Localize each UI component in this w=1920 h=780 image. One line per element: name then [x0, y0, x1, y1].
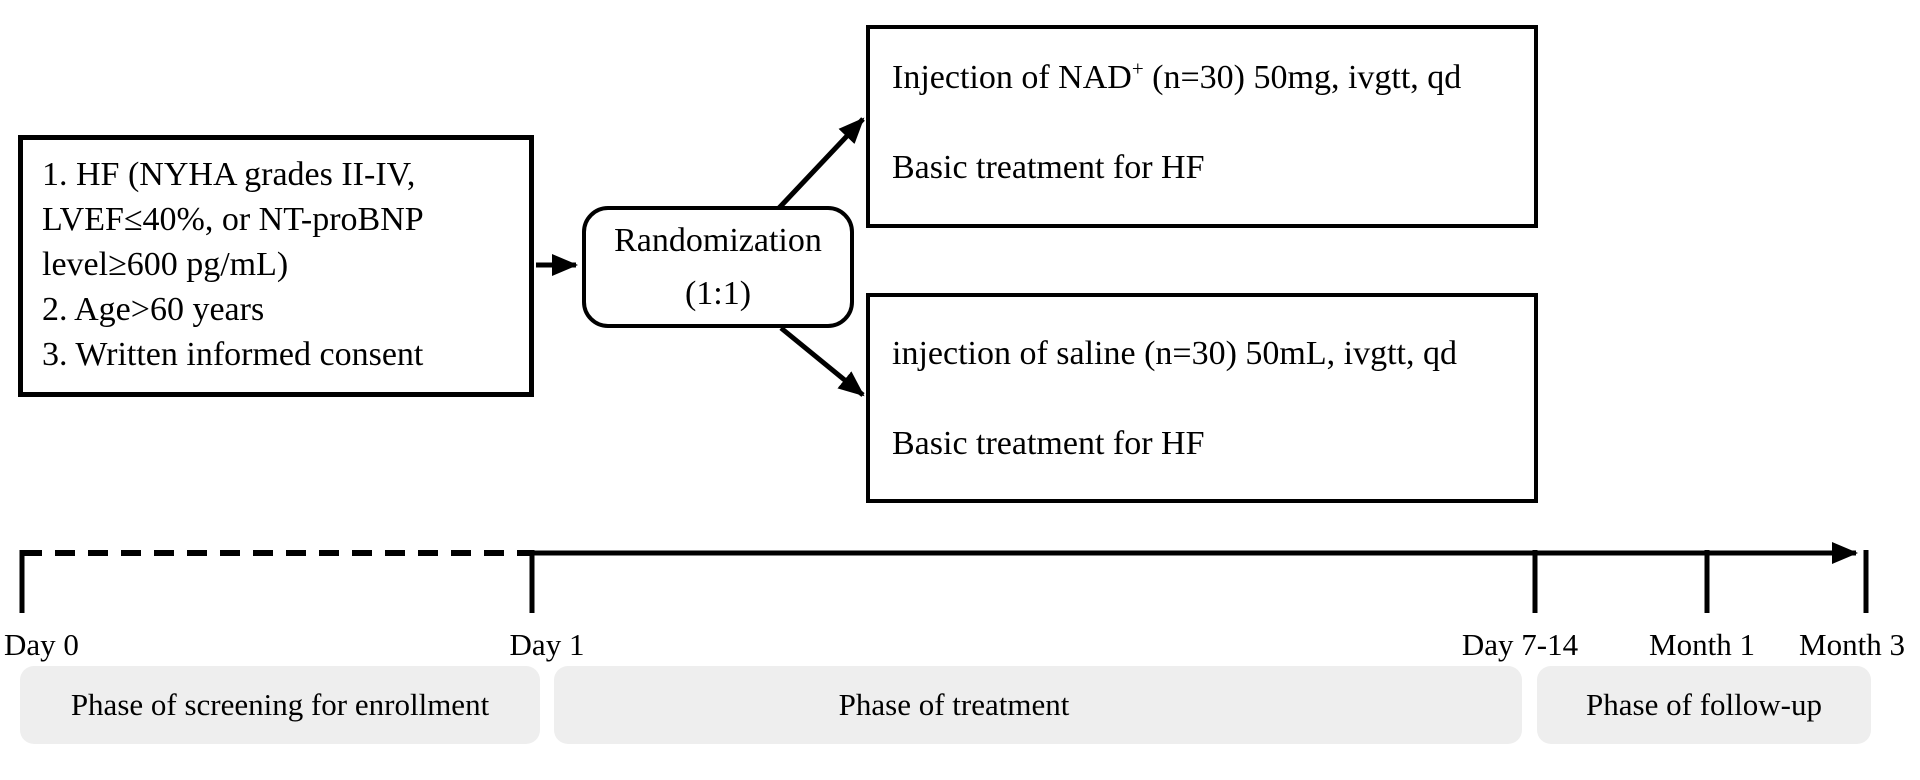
eligibility-line-4: 2. Age>60 years — [42, 291, 265, 328]
randomization-ratio: (1:1) — [684, 275, 752, 312]
eligibility-line-1: 1. HF (NYHA grades II-IV, — [42, 156, 416, 193]
nad-arm-regimen: Injection of NAD+ (n=30) 50mg, ivgtt, qd — [892, 56, 1534, 97]
timeline-tick-marks — [19, 550, 1869, 613]
timeline-label-month-1: Month 1 — [1649, 627, 1755, 662]
phase-bar-follow-up: Phase of follow-up — [1537, 666, 1871, 744]
nad-arm-box: Injection of NAD+ (n=30) 50mg, ivgtt, qd… — [866, 25, 1538, 228]
nad-arm-basic-treatment: Basic treatment for HF — [892, 149, 1205, 186]
flow-arrow-randomization-to-nad-arm — [777, 117, 865, 210]
phase-bar-screening: Phase of screening for enrollment — [20, 666, 540, 744]
eligibility-line-2: LVEF≤40%, or NT-proBNP — [42, 201, 424, 238]
eligibility-line-3: level≥600 pg/mL) — [42, 246, 289, 283]
saline-arm-regimen: injection of saline (n=30) 50mL, ivgtt, … — [892, 335, 1457, 372]
saline-arm-basic-treatment: Basic treatment for HF — [892, 425, 1205, 462]
phase-bar-treatment: Phase of treatment — [554, 666, 1522, 744]
eligibility-line-5: 3. Written informed consent — [42, 336, 424, 373]
flow-arrow-randomization-to-saline-arm — [779, 326, 865, 397]
timeline-label-month-3: Month 3 — [1799, 627, 1905, 662]
saline-arm-box: injection of saline (n=30) 50mL, ivgtt, … — [866, 293, 1538, 503]
randomization-box: Randomization (1:1) — [582, 206, 854, 328]
timeline-label-day-1: Day 1 — [509, 627, 585, 662]
nad-arm-regimen-dose: (n=30) 50mg, ivgtt, qd — [1143, 59, 1462, 96]
eligibility-criteria-box: 1. HF (NYHA grades II-IV, LVEF≤40%, or N… — [18, 135, 534, 397]
randomization-label: Randomization — [614, 222, 822, 259]
timeline-label-day-7-14: Day 7-14 — [1461, 627, 1579, 662]
nad-superscript-plus: + — [1131, 56, 1144, 81]
timeline-label-day-0: Day 0 — [4, 627, 79, 662]
nad-arm-regimen-text: Injection of NAD — [892, 59, 1132, 96]
